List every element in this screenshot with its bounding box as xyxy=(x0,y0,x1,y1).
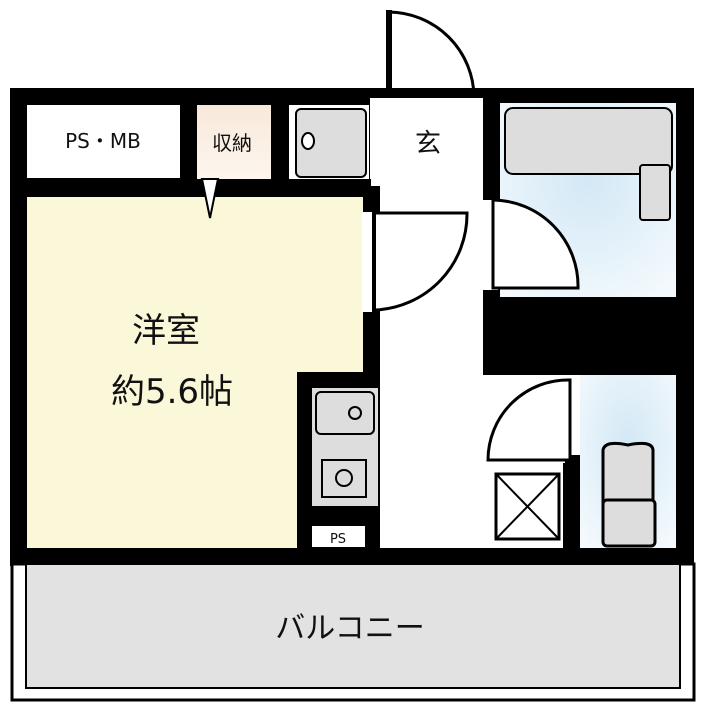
bathtub xyxy=(504,107,673,175)
bath-faucet xyxy=(639,164,671,221)
western-room-size: 約5.6帖 xyxy=(111,372,233,412)
room-door xyxy=(362,211,469,312)
bathroom-door xyxy=(483,198,580,290)
burner-icon xyxy=(335,469,353,487)
ps-box xyxy=(312,526,365,547)
entrance-label: 玄 xyxy=(415,129,441,159)
sink-icon xyxy=(315,391,375,435)
balcony xyxy=(10,562,696,702)
balcony-label: バルコニー xyxy=(275,611,424,646)
cabinet-knob-icon xyxy=(301,132,315,150)
drain-icon xyxy=(348,406,362,420)
shoe-cabinet xyxy=(295,108,367,178)
storage-door xyxy=(200,178,220,219)
entrance xyxy=(370,98,483,186)
entrance-door xyxy=(386,10,476,99)
toilet-door xyxy=(486,378,572,462)
ps-label: PS xyxy=(330,532,346,547)
storage-room xyxy=(197,105,271,179)
ps-mb-label: PS・MB xyxy=(65,129,141,153)
storage-label: 収納 xyxy=(212,131,252,155)
ps-mb-room xyxy=(27,105,180,178)
western-room-name: 洋室 xyxy=(132,311,200,351)
washing-machine-pan xyxy=(494,472,561,541)
